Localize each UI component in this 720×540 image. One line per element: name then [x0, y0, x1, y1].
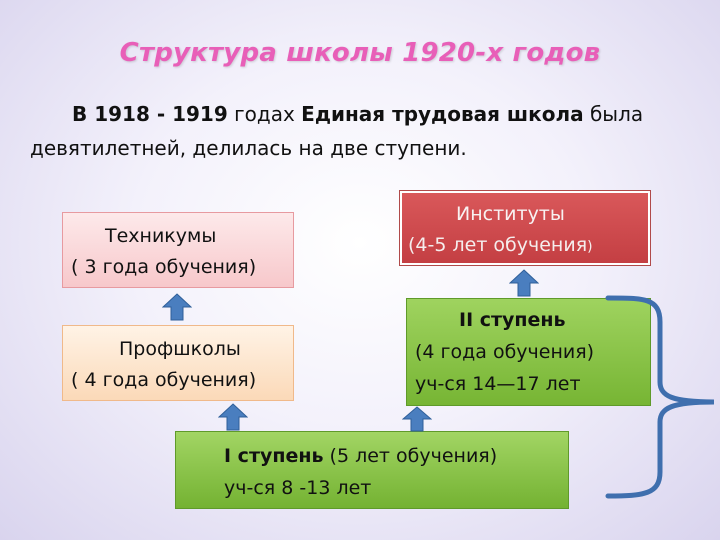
step2-duration: (4 года обучения)	[415, 341, 595, 363]
instituty-name: Институты	[456, 203, 565, 225]
arrow-up-icon	[402, 406, 432, 432]
intro-text: В 1918 - 1919 годах Единая трудовая школ…	[30, 97, 700, 165]
intro-rest: была девятилетней, делилась на две ступе…	[30, 102, 644, 160]
step1-ages: уч-ся 8 -13 лет	[224, 477, 372, 499]
arrow-up-icon	[162, 293, 192, 321]
arrow-up-icon	[509, 269, 539, 297]
step2-box: II ступень (4 года обучения) уч-ся 14—17…	[406, 298, 651, 406]
step2-ages: уч-ся 14—17 лет	[415, 373, 581, 395]
step1-box: I ступень (5 лет обучения) уч-ся 8 -13 л…	[175, 431, 569, 509]
instituty-duration-line: (4-5 лет обучения)	[408, 230, 648, 263]
step1-name: I ступень	[224, 445, 324, 467]
step1-line: I ступень (5 лет обучения)	[224, 440, 568, 472]
instituty-close-paren: )	[587, 239, 593, 255]
intro-years: В 1918 - 1919	[72, 102, 228, 126]
page-title: Структура школы 1920-х годов	[119, 38, 601, 68]
profshkoly-name: Профшколы	[119, 338, 241, 360]
curly-brace-icon	[605, 295, 715, 499]
profshkoly-duration: ( 4 года обучения)	[71, 369, 257, 391]
arrow-up-icon	[218, 403, 248, 431]
technikumy-duration: ( 3 года обучения)	[71, 256, 257, 278]
profshkoly-box: Профшколы ( 4 года обучения)	[62, 325, 294, 401]
intro-school-name: Единая трудовая школа	[301, 102, 584, 126]
technikumy-box: Техникумы ( 3 года обучения)	[62, 212, 294, 288]
instituty-box: Институты (4-5 лет обучения)	[399, 190, 651, 266]
intro-years-suffix: годах	[227, 102, 302, 126]
technikumy-name: Техникумы	[105, 225, 217, 247]
step2-name: II ступень	[459, 309, 566, 331]
instituty-duration: (4-5 лет обучения	[408, 234, 588, 256]
step1-duration: (5 лет обучения)	[323, 445, 498, 467]
